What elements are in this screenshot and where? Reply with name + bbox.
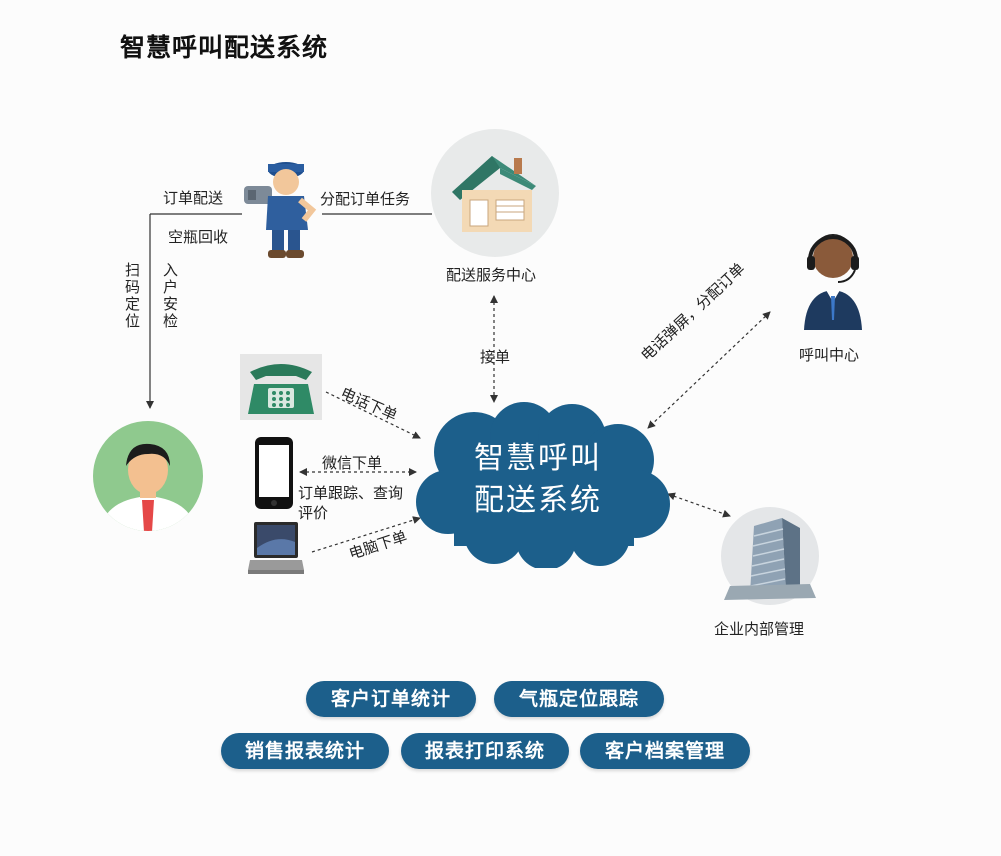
feature-customer-archive: 客户档案管理 <box>580 733 750 769</box>
label-track-line1: 订单跟踪、查询 <box>298 484 404 502</box>
laptop-icon <box>248 522 304 574</box>
telephone-icon <box>240 354 322 420</box>
office-building-icon <box>721 507 819 605</box>
call-center-label: 呼叫中心 <box>799 346 860 364</box>
center-system-title: 智慧呼叫 配送系统 <box>448 438 628 522</box>
label-bottle-recycle: 空瓶回收 <box>168 228 229 246</box>
page-title: 智慧呼叫配送系统 <box>120 33 329 62</box>
smartphone-icon <box>255 437 293 509</box>
label-scan-locate: 扫码定位 <box>123 262 141 330</box>
label-track-line2: 评价 <box>298 504 329 522</box>
line-pc-order <box>311 516 421 553</box>
label-order-delivery: 订单配送 <box>163 189 224 207</box>
line-popup-assign <box>647 311 771 429</box>
label-home-check: 入户安检 <box>161 262 179 330</box>
internal-mgmt-label: 企业内部管理 <box>714 620 805 638</box>
feature-sales-report: 销售报表统计 <box>221 733 389 769</box>
center-line2: 配送系统 <box>474 483 602 518</box>
feature-customer-order-stats: 客户订单统计 <box>306 681 476 717</box>
center-line1: 智慧呼叫 <box>474 441 602 476</box>
customer-avatar-icon <box>93 421 203 531</box>
label-accept-order: 接单 <box>480 348 511 366</box>
label-wechat-order: 微信下单 <box>322 454 383 472</box>
delivery-man-icon <box>244 162 317 258</box>
service-center-label: 配送服务中心 <box>446 266 537 284</box>
label-assign-task: 分配订单任务 <box>320 190 411 208</box>
house-icon <box>431 129 559 257</box>
call-center-agent-icon <box>804 234 862 330</box>
central-cloud <box>416 402 670 568</box>
feature-cylinder-tracking: 气瓶定位跟踪 <box>494 681 664 717</box>
feature-report-print: 报表打印系统 <box>401 733 569 769</box>
line-internal-mgmt <box>667 492 731 518</box>
